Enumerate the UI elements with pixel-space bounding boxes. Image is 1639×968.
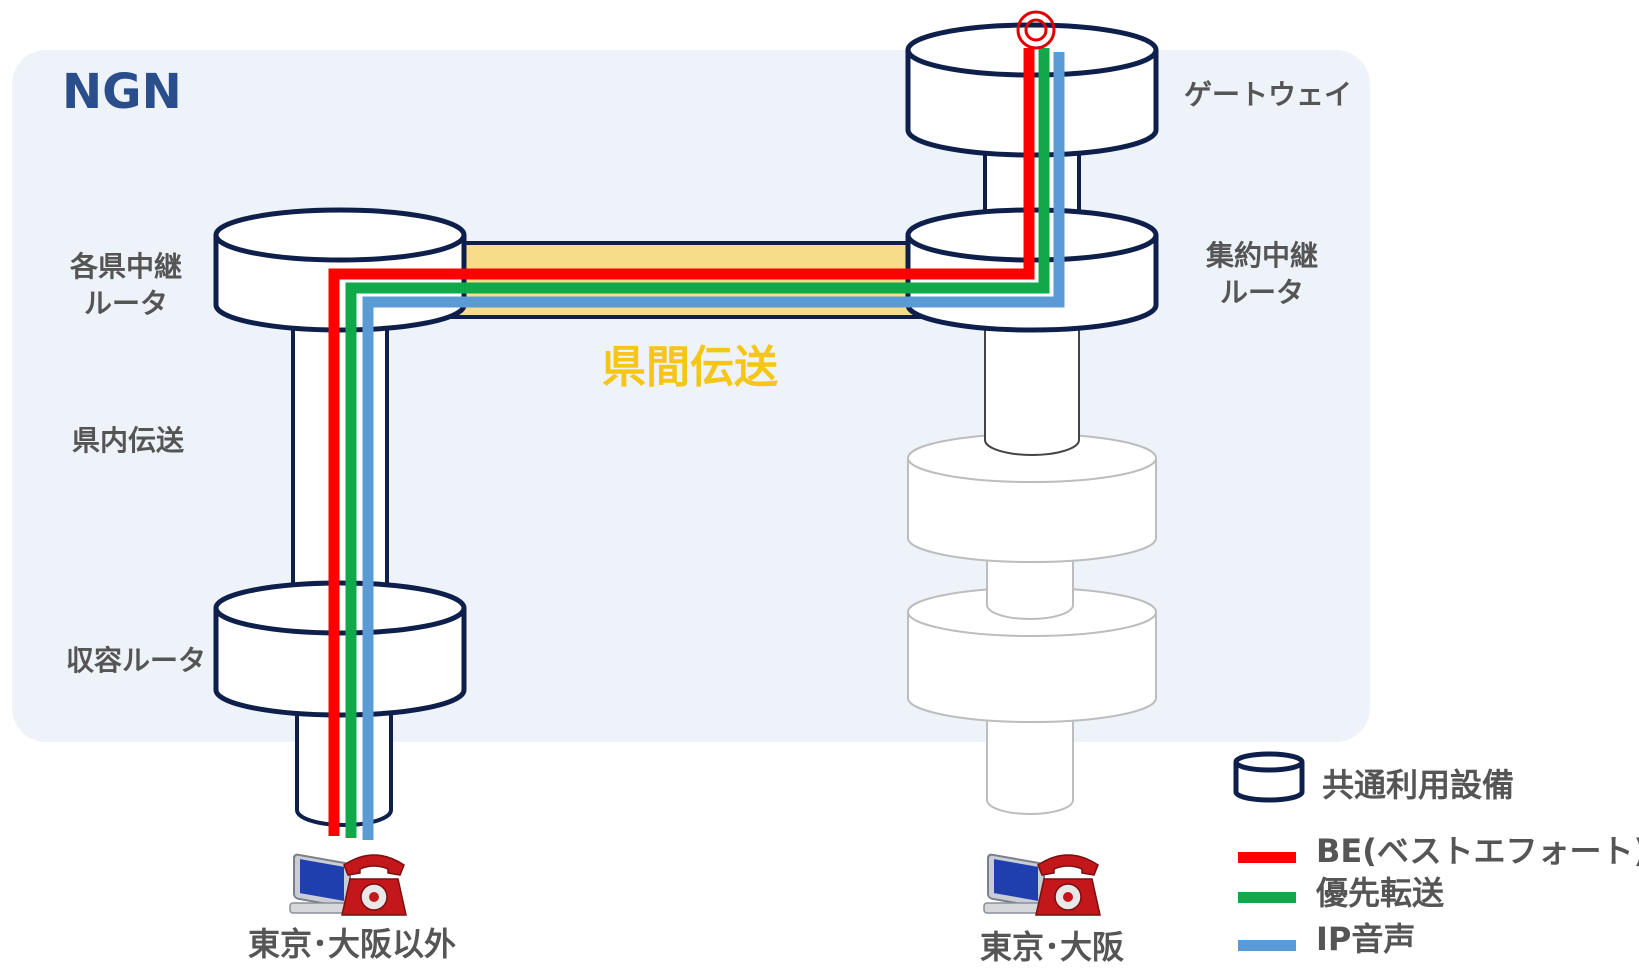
legend-shared-icon xyxy=(1233,751,1305,803)
faded-tower xyxy=(907,319,1157,815)
legend-priority-swatch xyxy=(1238,892,1296,903)
legend-shared-label: 共通利用設備 xyxy=(1322,766,1514,804)
legend-be-label: BE(ベストエフォート) xyxy=(1316,832,1639,870)
legend: 共通利用設備 BE(ベストエフォート) 優先転送 IP音声 xyxy=(1233,751,1639,958)
label-pref-relay-1: 各県中継 xyxy=(69,250,182,283)
label-site-right: 東京･大阪 xyxy=(980,928,1124,966)
legend-be-swatch xyxy=(1238,852,1296,863)
ip-voice-line xyxy=(362,52,1065,840)
terminal-left-icon xyxy=(289,853,407,916)
ngn-title: NGN xyxy=(62,64,182,120)
access-router xyxy=(213,580,467,718)
label-site-left: 東京･大阪以外 xyxy=(248,925,456,963)
target-marker-icon xyxy=(1016,10,1056,50)
label-access-router: 収容ルータ xyxy=(66,644,206,677)
label-pref-relay-2: ルータ xyxy=(84,287,168,320)
terminal-right-icon xyxy=(983,853,1101,916)
label-gateway: ゲートウェイ xyxy=(1184,78,1352,111)
access-pipe xyxy=(295,703,393,827)
label-aggregation-1: 集約中継 xyxy=(1205,239,1318,272)
priority-line xyxy=(345,48,1050,838)
label-aggregation-2: ルータ xyxy=(1220,276,1304,309)
legend-ip-voice-label: IP音声 xyxy=(1316,920,1415,958)
label-intra-pref: 県内伝送 xyxy=(72,424,184,457)
label-inter-pref: 県間伝送 xyxy=(602,342,778,393)
be-line xyxy=(328,48,1035,836)
legend-ip-voice-swatch xyxy=(1238,940,1296,951)
legend-priority-label: 優先転送 xyxy=(1315,874,1444,912)
